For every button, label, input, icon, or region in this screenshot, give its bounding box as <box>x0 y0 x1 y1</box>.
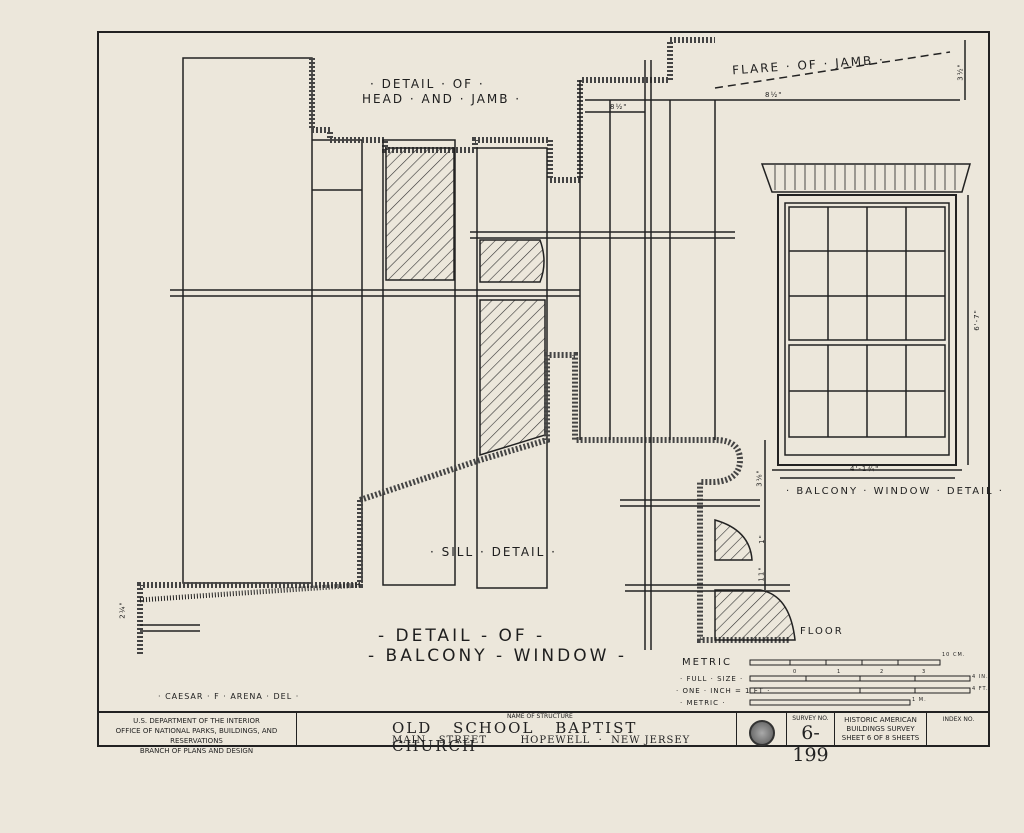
scale-full-size-label: · FULL · SIZE · <box>680 675 744 683</box>
agency-line: BRANCH OF PLANS AND DESIGN <box>139 747 254 755</box>
scale-tick-1: 1 <box>837 669 842 675</box>
seal-block <box>737 713 787 747</box>
dim-2quarter: 2¼" <box>118 601 127 619</box>
label-sill-detail: · SILL · DETAIL · <box>430 545 557 559</box>
dim-11: 11" <box>757 566 766 582</box>
dim-8half-a: 8½" <box>610 103 628 111</box>
scale-tick-0: 0 <box>793 669 798 675</box>
index-block: INDEX NO. <box>927 713 990 747</box>
label-detail-of: · DETAIL · OF · <box>370 77 485 91</box>
window-frame <box>777 194 957 466</box>
agency-block: U.S. DEPARTMENT OF THE INTERIOR OFFICE O… <box>97 713 297 755</box>
scale-tick-2: 2 <box>880 669 885 675</box>
label-floor: FLOOR <box>800 626 844 637</box>
index-caption: INDEX NO. <box>942 716 975 723</box>
agency-line: OFFICE OF NATIONAL PARKS, BUILDINGS, AND… <box>115 727 278 745</box>
name-caption: NAME OF STRUCTURE <box>507 713 573 720</box>
wall-section <box>182 57 313 584</box>
habs-line: HISTORIC AMERICAN <box>844 716 917 724</box>
title-block: U.S. DEPARTMENT OF THE INTERIOR OFFICE O… <box>97 711 990 766</box>
seal-icon <box>749 720 775 746</box>
drawing-frame <box>97 31 990 747</box>
habs-block: HISTORIC AMERICAN BUILDINGS SURVEY SHEET… <box>835 713 927 747</box>
survey-number: 6-199 <box>792 722 829 766</box>
dim-6-7: 6'-7" <box>972 309 981 331</box>
window-head <box>760 163 971 193</box>
scale-cm-label: 10 CM. <box>942 652 966 658</box>
dim-8half-b: 8½" <box>765 91 783 99</box>
habs-line: BUILDINGS SURVEY <box>846 725 915 733</box>
graphic-scales <box>749 659 971 706</box>
scale-metric2-label: · METRIC · <box>680 699 726 707</box>
label-head-and-jamb: HEAD · AND · JAMB · <box>362 92 522 106</box>
main-title-line1: - DETAIL - OF - <box>378 626 546 646</box>
dim-4-1: 4'-1¾" <box>850 465 880 473</box>
scale-metric-label: METRIC <box>682 657 732 668</box>
dim-3eighth: 3⅛" <box>755 469 764 487</box>
structure-name: OLD SCHOOL BAPTIST CHURCH <box>392 719 638 755</box>
label-balcony-window-detail: · BALCONY · WINDOW · DETAIL · <box>786 486 1004 497</box>
scale-ft-label: 4 FT. <box>972 686 989 692</box>
sash-member-upper <box>385 147 455 281</box>
delineator: · CAESAR · F · ARENA · DEL · <box>158 692 300 701</box>
structure-location: MAIN STREET HOPEWELL · NEW JERSEY <box>392 735 691 746</box>
scale-one-inch-label: · ONE · INCH = 1 FT · <box>676 687 771 695</box>
sheet-number: SHEET 6 OF 8 SHEETS <box>841 734 920 742</box>
sash-member-lower <box>479 299 546 457</box>
structure-name-block: NAME OF STRUCTURE OLD SCHOOL BAPTIST CHU… <box>297 713 737 755</box>
dim-1: 1" <box>757 534 766 544</box>
main-title-line2: - BALCONY - WINDOW - <box>368 646 627 666</box>
scale-in-label: 4 IN. <box>972 674 989 680</box>
head-molding <box>309 37 715 183</box>
sill-outline <box>137 352 790 655</box>
scale-tick-3: 3 <box>922 669 927 675</box>
dim-3half: 3½" <box>956 63 965 81</box>
survey-block: SURVEY NO. 6-199 <box>787 713 835 766</box>
scale-m-label: 1 M. <box>912 697 927 703</box>
agency-line: U.S. DEPARTMENT OF THE INTERIOR <box>133 717 260 725</box>
survey-caption: SURVEY NO. <box>792 715 829 722</box>
